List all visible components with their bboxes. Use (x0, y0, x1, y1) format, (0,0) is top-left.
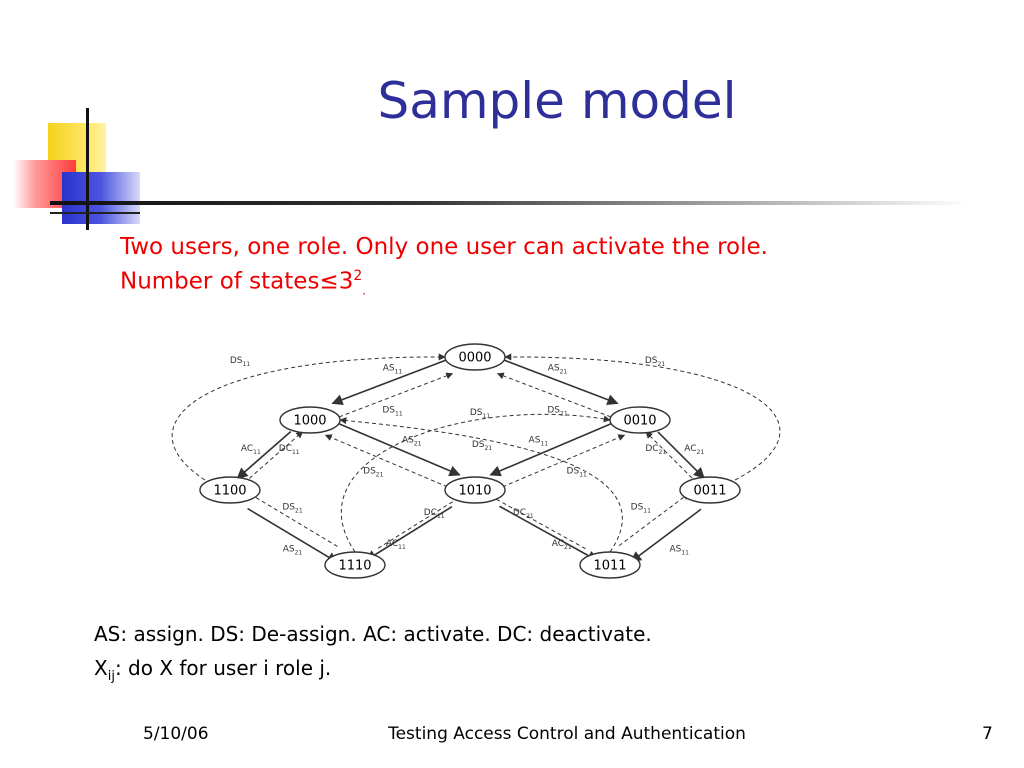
state-node-1100: 1100 (199, 476, 261, 504)
edge-1100-to-1110 (247, 507, 339, 564)
title-underline-rule-secondary (50, 212, 140, 214)
state-ellipse-1000 (279, 406, 341, 434)
state-node-0010: 0010 (609, 406, 671, 434)
edge-1011-to-0011-label: DS11 (631, 503, 651, 515)
edge-0010-to-1010-label: AS11 (529, 435, 549, 447)
state-ellipse-0011 (679, 476, 741, 504)
states-bound-period: . (362, 283, 367, 298)
edge-1110-to-1010 (377, 494, 465, 549)
state-label-1110: 1110 (338, 559, 371, 574)
legend-x-description: : do X for user i role j. (114, 656, 332, 680)
title-underline-rule (50, 201, 970, 205)
state-ellipse-1011 (579, 551, 641, 579)
edge-1010-to-0010-label: DS11 (567, 467, 587, 479)
edge-1100-to-0000-label: DS11 (230, 356, 250, 368)
edge-1010-to-1000 (324, 434, 448, 488)
footer-date: 5/10/06 (143, 724, 209, 744)
edge-0010-to-1010 (489, 422, 613, 477)
state-node-1000: 1000 (279, 406, 341, 434)
edge-0000-to-0010-label: AS21 (548, 364, 568, 376)
edge-1000-to-0000 (332, 372, 454, 420)
legend-line-2: Xij: do X for user i role j. (94, 656, 331, 684)
state-label-1100: 1100 (213, 484, 246, 499)
legend-x-subscript: ij (107, 669, 115, 684)
state-label-0011: 0011 (693, 484, 726, 499)
edge-1010-to-1000-label: DS21 (363, 467, 383, 479)
slide-title: Sample model (377, 72, 737, 130)
edge-1011-to-1000-label: DS21 (472, 440, 492, 452)
edge-1011-to-1010-label: DC21 (513, 508, 534, 520)
edge-1100-to-1110-label: AS21 (283, 544, 303, 556)
vertical-rule-decoration (86, 108, 89, 230)
edge-0000-to-0010 (497, 356, 619, 406)
edge-1000-to-1010-label: AS21 (402, 435, 422, 447)
state-node-1010: 1010 (444, 476, 506, 504)
edge-1010-to-1011 (499, 505, 599, 562)
edge-0011-to-0010 (645, 431, 693, 479)
legend-line-1: AS: assign. DS: De-assign. AC: activate.… (94, 622, 652, 646)
edge-1011-to-1000 (339, 417, 623, 553)
edge-0011-to-0000-label: DS21 (645, 356, 665, 368)
state-node-1011: 1011 (579, 551, 641, 579)
edge-1100-to-1000-label: DC11 (279, 444, 300, 456)
edge-1011-to-1010 (486, 493, 586, 550)
edge-0000-to-1000-label: AS11 (383, 364, 403, 376)
edge-0011-to-0000 (504, 353, 781, 481)
edge-0011-to-1011 (630, 508, 702, 563)
edge-1010-to-0010 (502, 434, 626, 488)
state-ellipse-1100 (199, 476, 261, 504)
states-bound-exponent: 2 (353, 268, 363, 284)
state-label-0000: 0000 (458, 351, 491, 366)
edge-1110-to-0010-label: DS11 (470, 408, 490, 420)
footer-page-number: 7 (982, 724, 993, 744)
edge-1010-to-1011-label: AC21 (552, 539, 572, 551)
state-node-1110: 1110 (324, 551, 386, 579)
edge-0011-to-0010-label: DC21 (645, 444, 666, 456)
states-bound-text: Number of states≤3 (120, 268, 354, 295)
edge-0010-to-0000-label: DS21 (547, 405, 567, 417)
edge-1100-to-1000 (248, 431, 304, 479)
edge-1000-to-1100 (236, 431, 292, 480)
edge-1110-to-1100-label: DS21 (282, 503, 302, 515)
description-line-1: Two users, one role. Only one user can a… (120, 234, 768, 260)
edge-0010-to-0011 (657, 431, 705, 479)
edge-1110-to-1100 (246, 492, 338, 547)
edge-1000-to-1010 (337, 422, 461, 477)
edge-0010-to-0000 (496, 372, 618, 420)
state-label-1011: 1011 (593, 559, 626, 574)
edge-1000-to-0000-label: DS11 (382, 405, 402, 417)
edge-0010-to-0011-label: AC21 (684, 444, 704, 456)
legend-x: X (94, 656, 108, 680)
state-label-1010: 1010 (458, 484, 491, 499)
state-label-0010: 0010 (623, 414, 656, 429)
edge-1100-to-0000 (171, 353, 446, 481)
state-ellipse-0000 (444, 343, 506, 371)
state-ellipse-1010 (444, 476, 506, 504)
edge-1110-to-1010-label: DC11 (424, 508, 445, 520)
footer-title: Testing Access Control and Authenticatio… (388, 724, 746, 744)
state-ellipse-0010 (609, 406, 671, 434)
edge-1010-to-1110 (365, 506, 453, 561)
edge-1011-to-0011 (618, 492, 690, 547)
edge-0011-to-1011-label: AS11 (669, 544, 689, 556)
state-label-1000: 1000 (293, 414, 326, 429)
edge-0000-to-1000 (331, 356, 453, 406)
state-ellipse-1110 (324, 551, 386, 579)
description-line-2: Number of states≤32. (120, 268, 366, 298)
edge-1000-to-1100-label: AC11 (241, 444, 261, 456)
state-node-0000: 0000 (444, 343, 506, 371)
edge-1010-to-1110-label: AC11 (386, 539, 406, 551)
state-node-0011: 0011 (679, 476, 741, 504)
blue-square-decoration (62, 172, 140, 224)
